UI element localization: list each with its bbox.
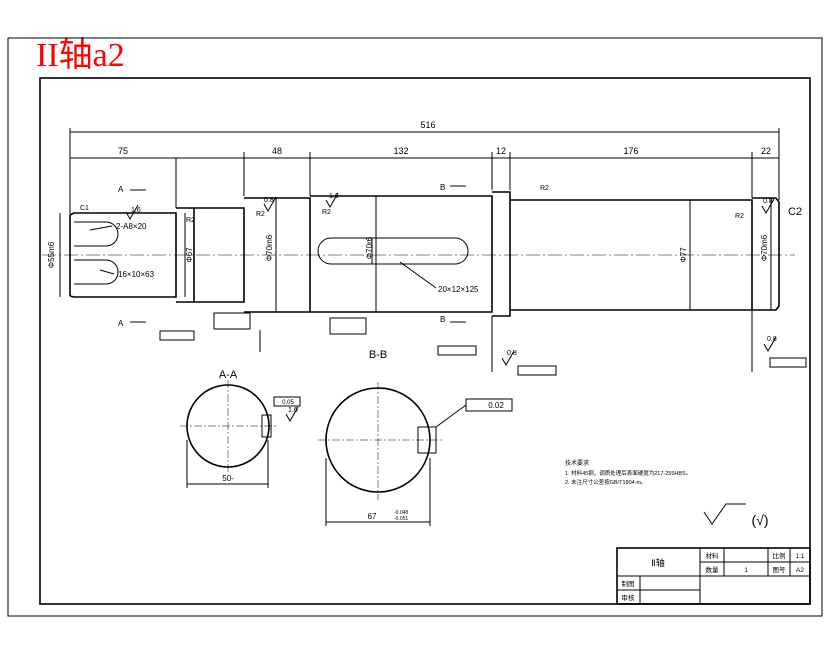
drawing-no-value: A2 <box>796 567 804 574</box>
section-aa-width: 50- <box>222 474 234 483</box>
chamfer-c1: C1 <box>80 205 89 212</box>
material-label: 材料 <box>706 551 720 560</box>
leader-lines <box>89 225 437 289</box>
section-markers <box>130 185 466 323</box>
section-bb-width: 67 <box>368 512 377 521</box>
fillet-r2e: R2 <box>735 213 744 220</box>
section-bb-tol: 0.02 <box>488 401 504 410</box>
general-finish-symbol <box>703 503 746 525</box>
section-bb-dev-bot: -0.051 <box>394 516 408 522</box>
key2-label: 20×12×125 <box>438 285 479 294</box>
finish-v2: 0.8 <box>264 197 274 204</box>
finish-v1: 1.6 <box>131 207 141 214</box>
fillet-r2a: R2 <box>186 217 195 224</box>
finish-v3: 1.6 <box>329 193 339 200</box>
fillet-r2d: R2 <box>540 185 549 192</box>
dim-overall: 516 <box>420 120 435 130</box>
section-b-top: B <box>440 183 445 192</box>
drawn-label: 制图 <box>622 579 635 588</box>
dia-d3: Φ70m6 <box>265 234 274 261</box>
part-name: Ⅱ轴 <box>651 557 664 568</box>
notes-line1: 1. 材料45钢，调质处理后表面硬度为217-255HBS。 <box>565 469 691 477</box>
checked-label: 审核 <box>622 593 636 602</box>
drawing-heading: II轴a2 <box>36 37 125 74</box>
top-dimensions <box>69 128 780 214</box>
section-b-bottom: B <box>440 315 445 324</box>
dia-d1: Φ55m6 <box>47 241 56 268</box>
qty-value: 1 <box>744 567 748 574</box>
dim-seg6: 22 <box>761 146 771 156</box>
dim-seg5: 176 <box>623 146 638 156</box>
dia-d5: Φ77 <box>679 247 688 263</box>
section-a-top: A <box>118 185 124 194</box>
section-aa-view <box>180 380 301 488</box>
chamfer-c2: C2 <box>788 206 802 218</box>
fillet-r2c: R2 <box>322 209 331 216</box>
dia-d4: Φ70r6 <box>365 236 374 259</box>
scale-label: 比例 <box>773 551 786 560</box>
key1b-label: 16×10×63 <box>118 270 155 279</box>
section-a-bottom: A <box>118 319 124 328</box>
finish-v5: 0.8 <box>507 350 517 357</box>
section-bb-title: B-B <box>369 349 387 361</box>
keyway-slot-1 <box>74 221 119 285</box>
finish-v7: 1.6 <box>288 407 298 414</box>
surface-finish-symbols <box>125 192 777 423</box>
keyway-slot-2 <box>317 237 469 265</box>
dim-seg3: 132 <box>393 146 408 156</box>
section-aa-title: A-A <box>219 369 238 381</box>
dia-d2: Φ67 <box>185 247 194 263</box>
outer-frame <box>7 37 823 617</box>
finish-v4: 0.8 <box>763 198 773 205</box>
title-block <box>616 547 811 605</box>
drawing-no-label: 图号 <box>773 566 787 574</box>
scale-value: 1:1 <box>795 553 804 560</box>
tolerance-frames <box>159 310 807 376</box>
key1-label: 2-A8×20 <box>116 222 147 231</box>
section-bb-dev-top: -0.048 <box>394 510 408 516</box>
inner-frame <box>39 77 811 605</box>
notes-title: 技术要求 <box>565 459 589 467</box>
shaft-outline <box>69 191 780 317</box>
dia-d6: Φ70m6 <box>760 234 769 261</box>
section-aa-tol: 0.05 <box>282 400 294 406</box>
section-bb-view <box>318 382 513 526</box>
qty-label: 数量 <box>706 565 720 574</box>
finish-v6: 0.8 <box>767 336 777 343</box>
dim-seg4: 12 <box>496 146 506 156</box>
dim-seg2: 48 <box>272 146 282 156</box>
notes-line2: 2. 未注尺寸公差按GB/T1804-m。 <box>565 478 647 486</box>
general-finish-note: (√) <box>751 512 768 528</box>
fillet-r2b: R2 <box>256 211 265 218</box>
dim-seg1: 75 <box>118 146 128 156</box>
diameter-lines <box>59 196 772 312</box>
